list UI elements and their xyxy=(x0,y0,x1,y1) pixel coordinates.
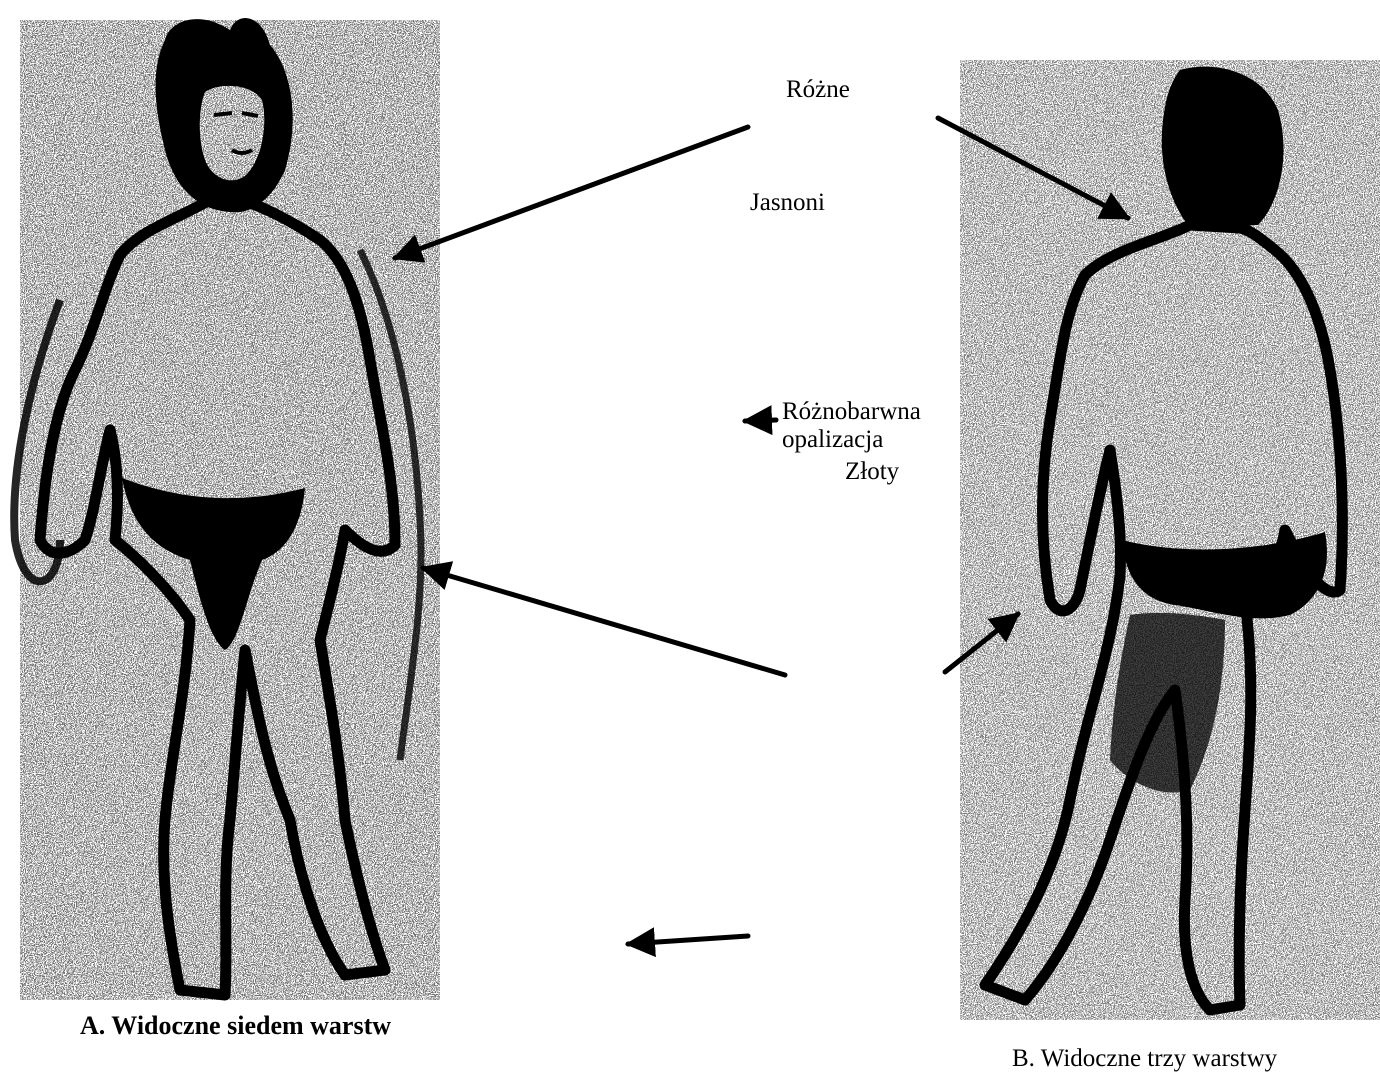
label-opalizacja-line2: opalizacja xyxy=(782,426,921,454)
arrow-rozne-to-front xyxy=(395,127,748,258)
label-opalizacja: Różnobarwna opalizacja xyxy=(782,398,921,454)
caption-front-figure: A. Widoczne siedem warstw xyxy=(80,1012,391,1039)
arrow-bottom xyxy=(628,936,748,944)
front-figure xyxy=(14,18,440,1000)
back-figure xyxy=(960,60,1380,1020)
arrow-opalizacja xyxy=(745,420,776,421)
label-zloty: Złoty xyxy=(845,458,899,485)
label-opalizacja-line1: Różnobarwna xyxy=(782,398,921,426)
label-rozne: Różne xyxy=(786,76,850,103)
arrow-lower-to-front xyxy=(423,568,785,675)
caption-back-figure: B. Widoczne trzy warstwy xyxy=(1012,1045,1277,1072)
label-jasnoni: Jasnoni xyxy=(750,189,825,216)
